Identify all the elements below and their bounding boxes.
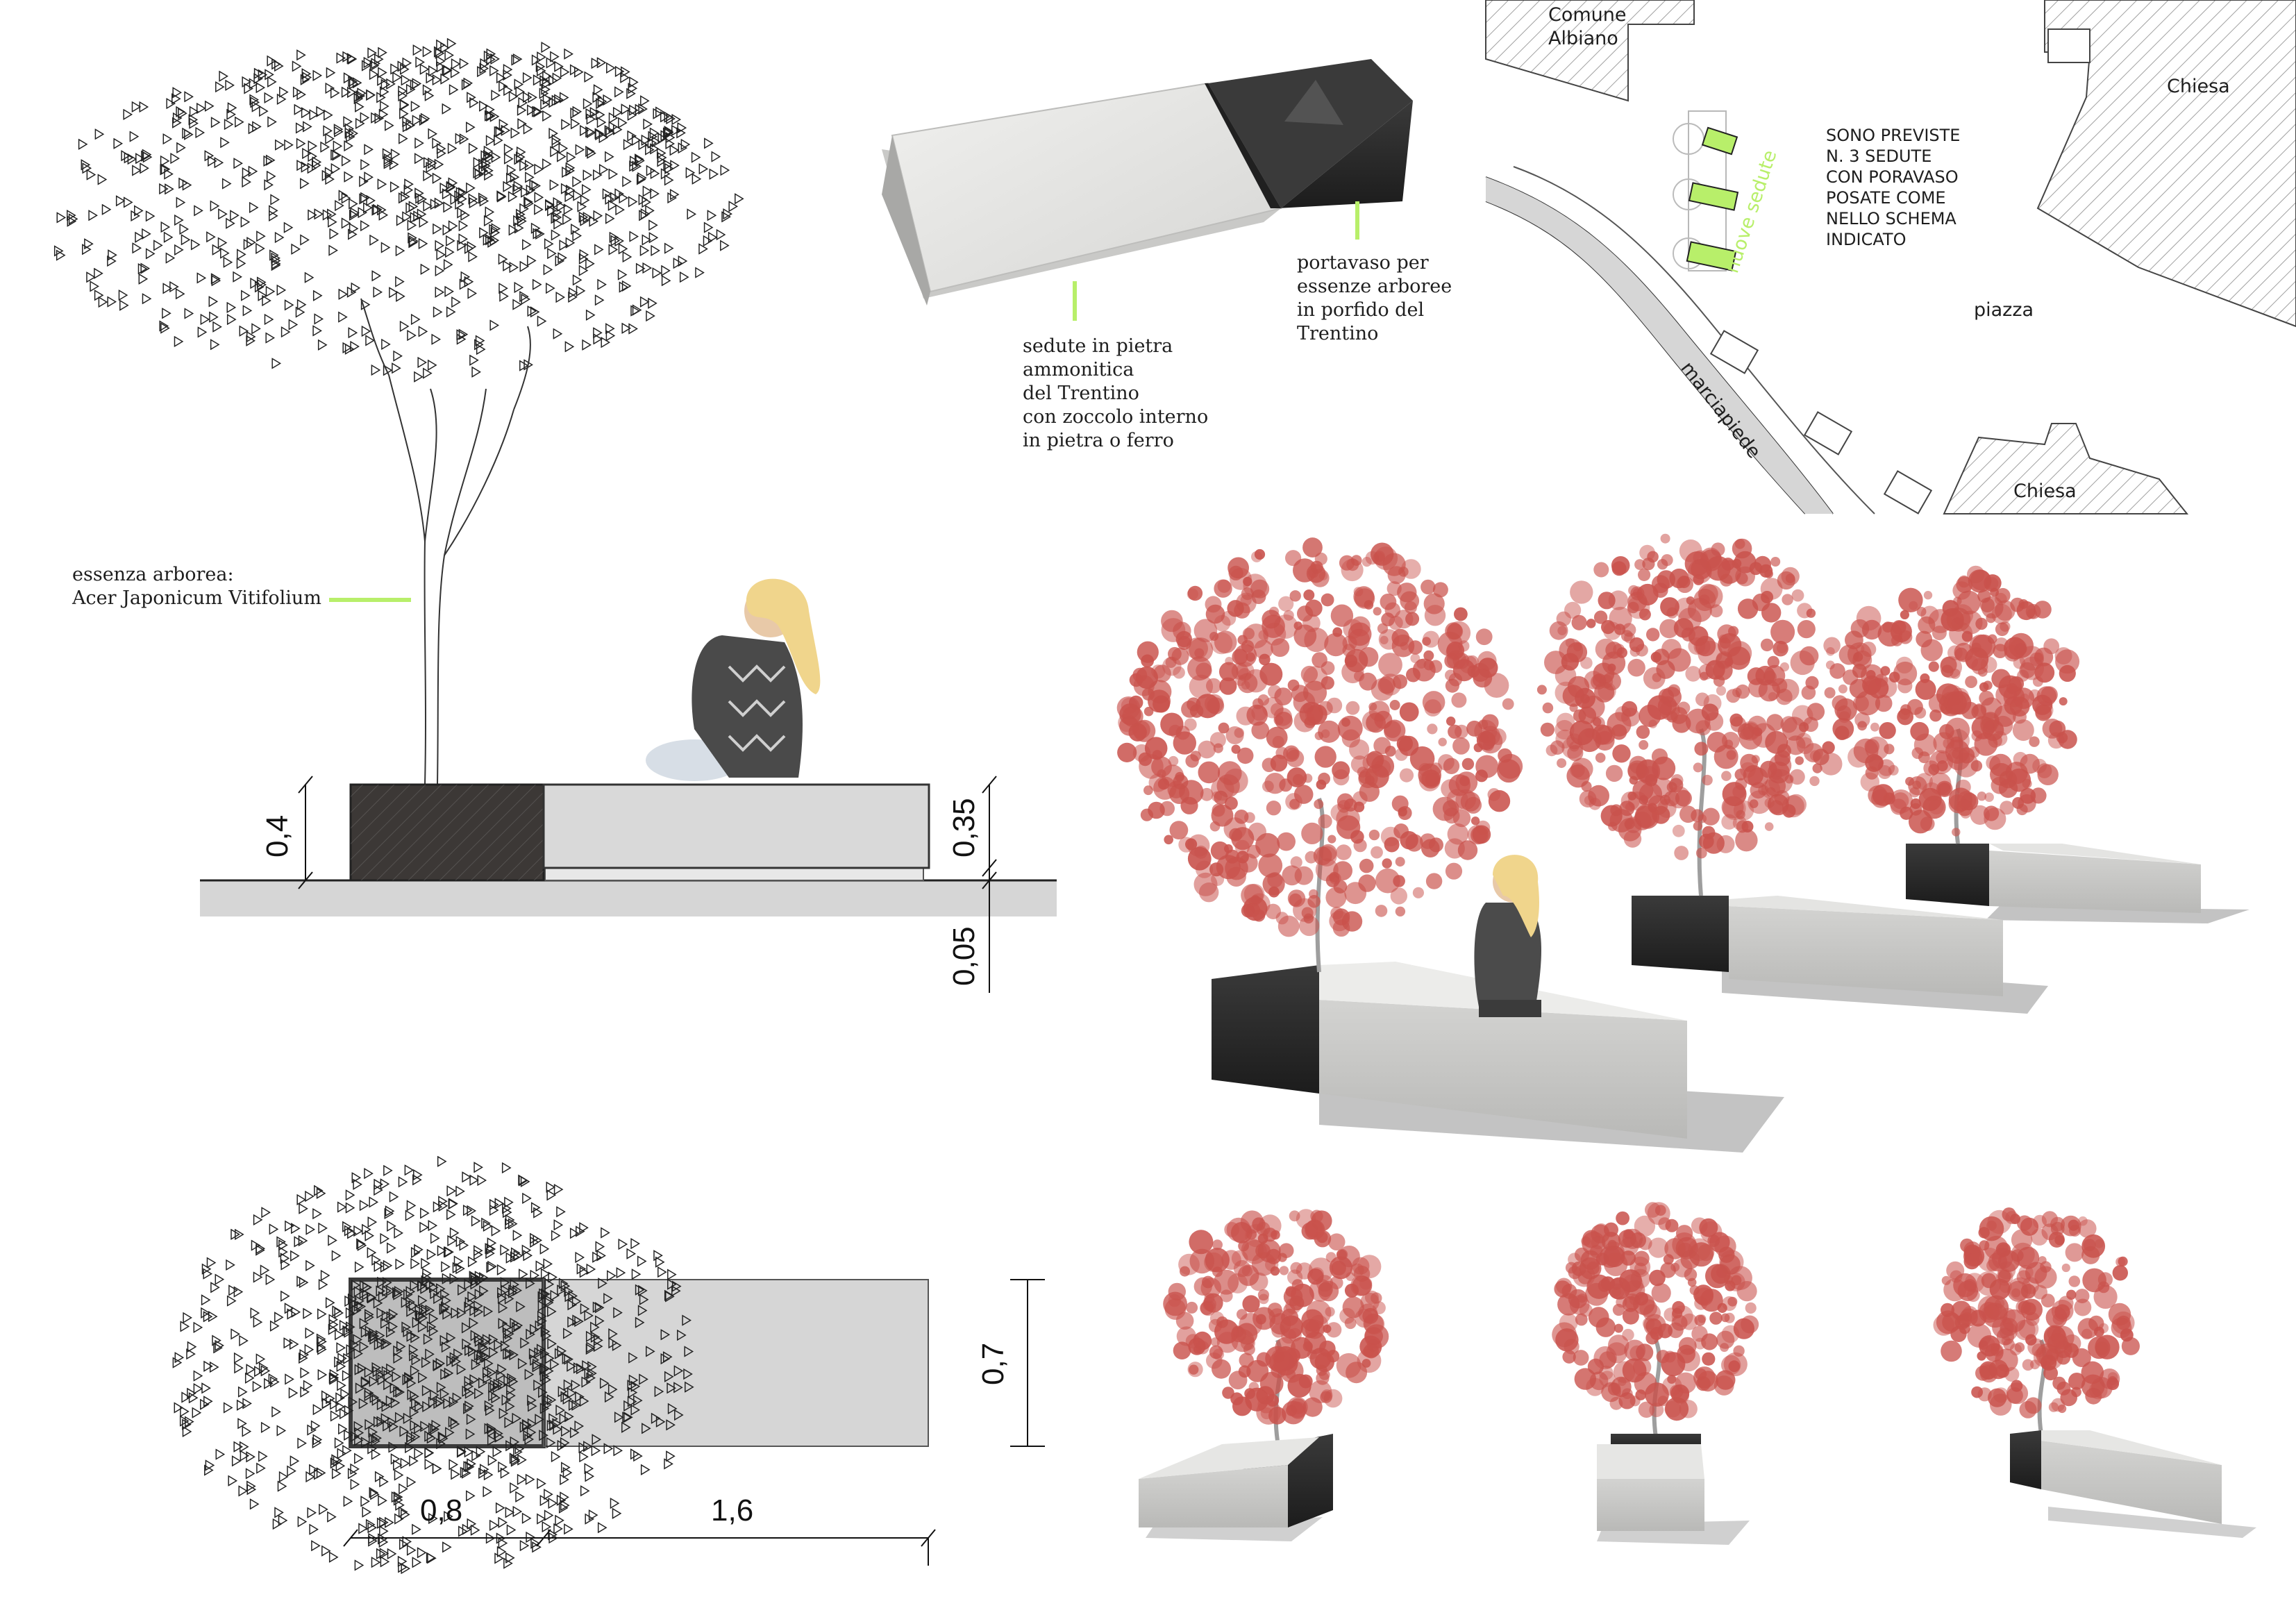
ground-slab — [200, 880, 1057, 916]
dim-base-height: 0,05 — [947, 926, 981, 986]
bench-elevation — [200, 783, 1057, 916]
new-seat-marker-3 — [1673, 237, 1737, 271]
seat-material-label: sedute in pietra ammonitica del Trentino… — [1023, 335, 1214, 451]
plan-dimensions — [343, 1279, 1045, 1566]
map-label-chiesa-top: Chiesa — [2167, 76, 2230, 97]
seated-person-icon — [646, 578, 821, 781]
tree-trunk — [360, 298, 531, 785]
tree-species-label: essenza arborea: Acer Japonicum Vitifoli… — [72, 564, 321, 609]
seated-person-render — [1474, 855, 1541, 1017]
dim-planter-height: 0,4 — [260, 815, 294, 857]
map-label-comune: Comune Albiano — [1548, 4, 1632, 49]
map-label-piazza: piazza — [1974, 299, 2034, 321]
seat-plan — [543, 1279, 929, 1447]
site-plan-map: Comune Albiano Chiesa Chiesa piazza marc… — [1485, 0, 2296, 514]
perspective-render — [1212, 844, 2249, 1153]
dim-planter-length: 0,8 — [420, 1493, 462, 1527]
seat-elevation — [542, 783, 930, 869]
map-label-chiesa-bottom: Chiesa — [2013, 480, 2077, 502]
planter-material-label: portavaso per essenze arboree in porfido… — [1297, 252, 1458, 344]
small-view-1 — [1139, 1434, 1333, 1541]
small-view-2 — [1597, 1434, 1750, 1545]
tree-elevation-icon — [53, 38, 744, 383]
small-view-3 — [2010, 1430, 2256, 1538]
red-maple-tree-icon — [1116, 533, 2140, 1441]
dim-seat-length: 1,6 — [711, 1493, 753, 1527]
new-seat-marker-1 — [1673, 123, 1738, 156]
dim-seat-height: 0,35 — [947, 798, 981, 857]
elevation-dimensions — [298, 776, 997, 993]
bench-isometric-detail — [882, 59, 1413, 305]
map-note: SONO PREVISTE N. 3 SEDUTE CON PORAVASO P… — [1826, 126, 1966, 249]
dim-depth: 0,7 — [976, 1343, 1010, 1385]
new-seat-marker-2 — [1673, 178, 1739, 211]
